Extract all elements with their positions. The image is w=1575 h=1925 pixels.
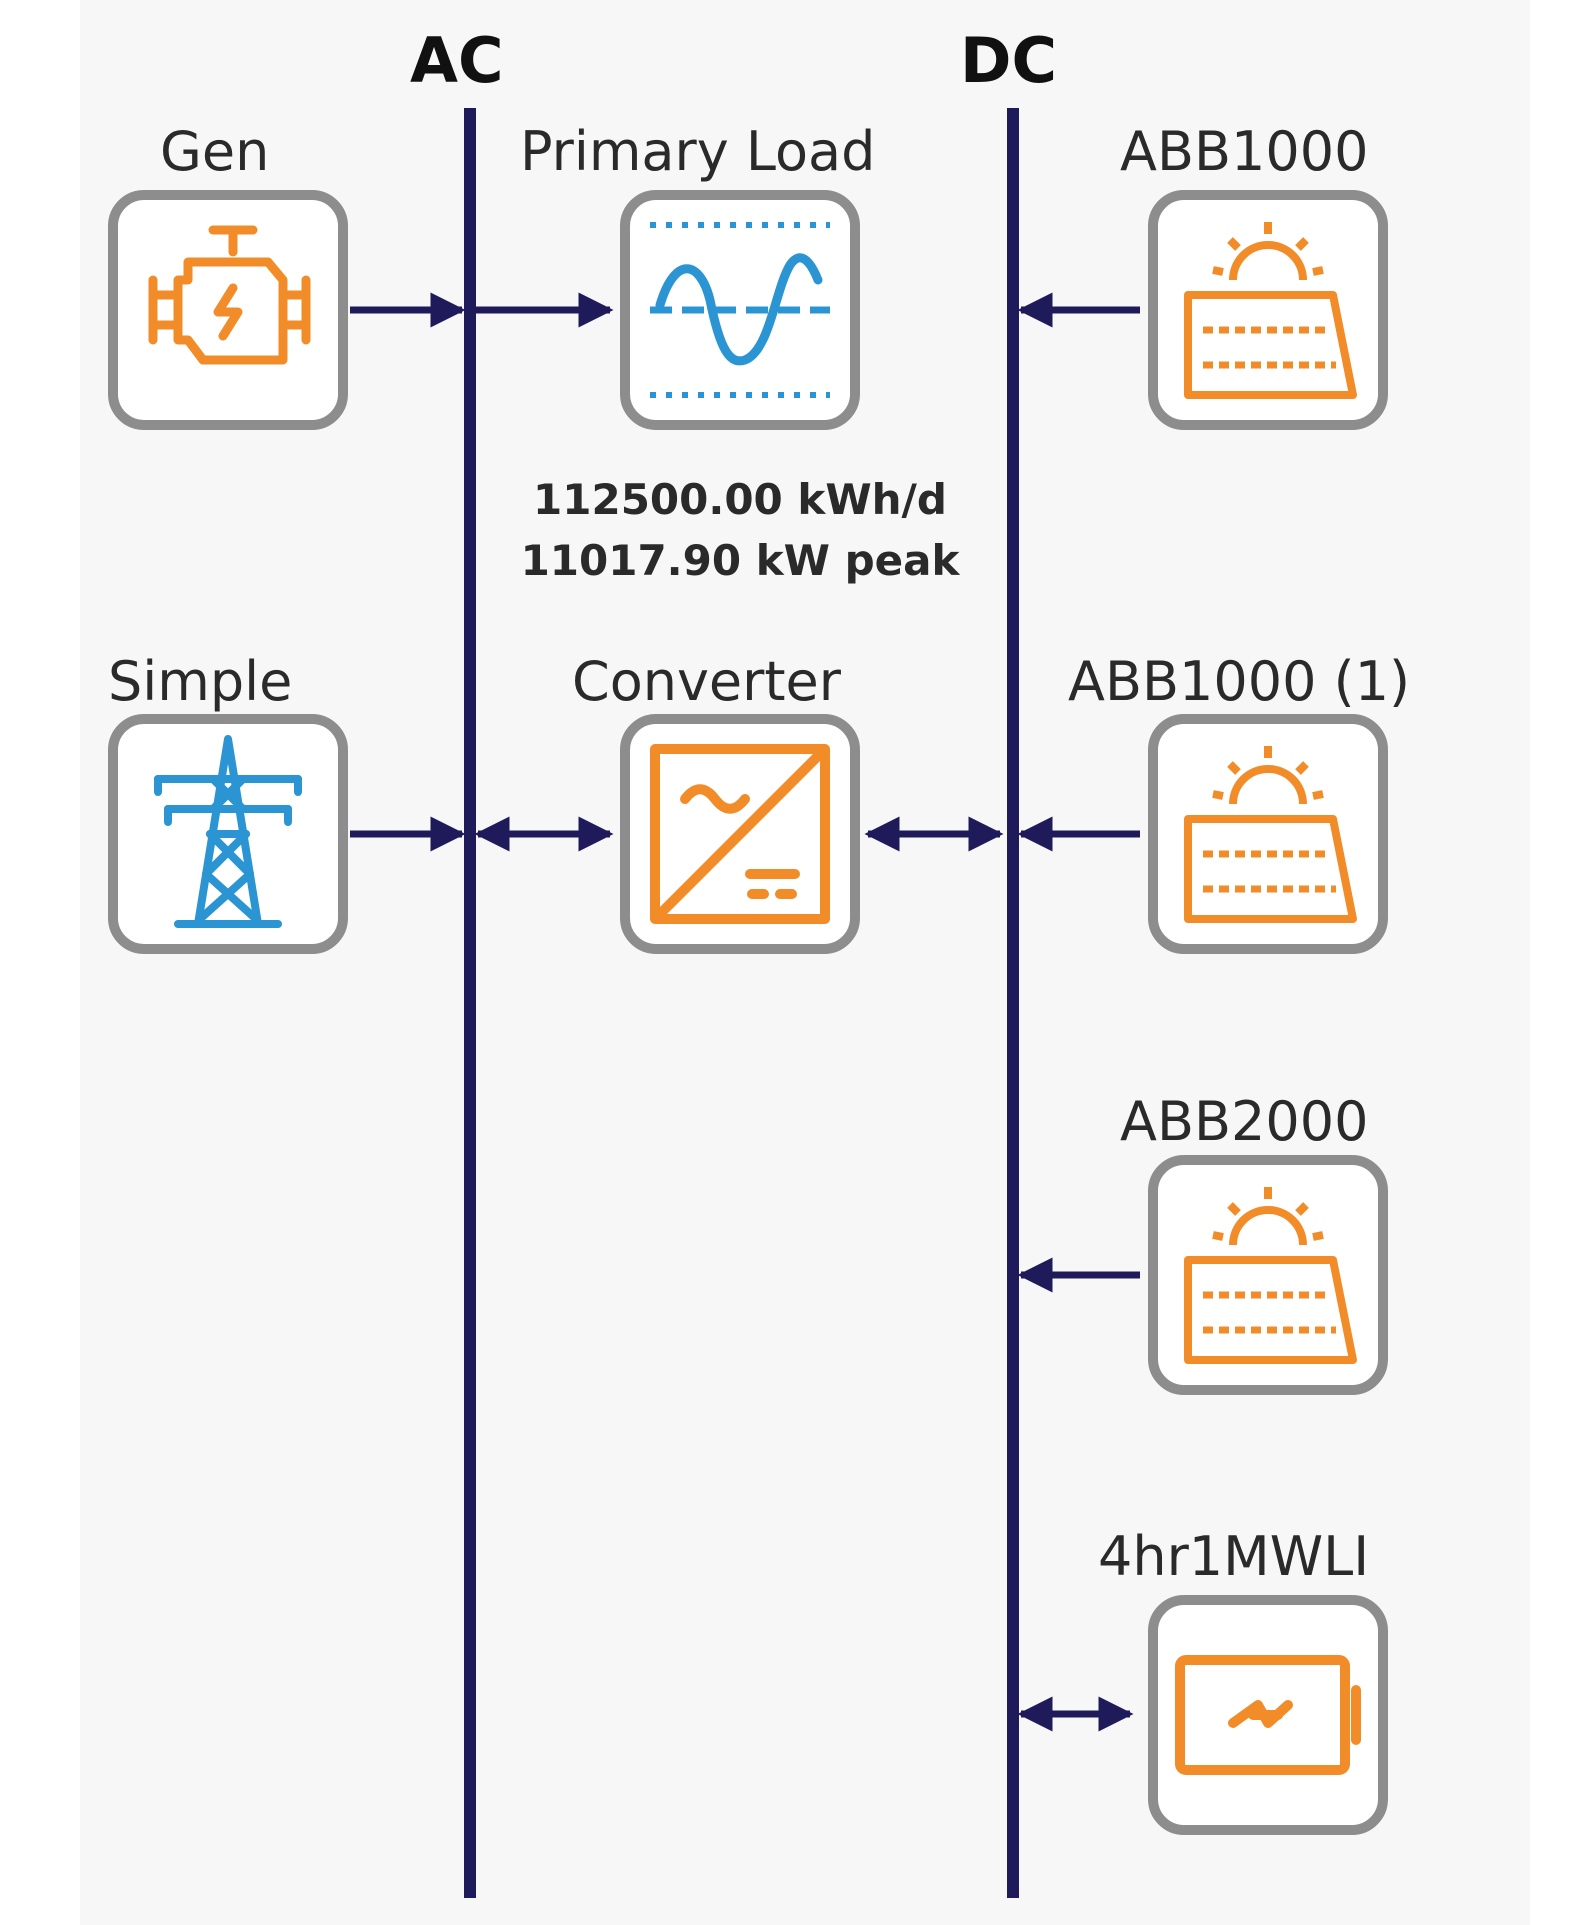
pv2-label: ABB1000 (1) xyxy=(1068,650,1411,713)
pv1-component[interactable] xyxy=(1148,190,1388,430)
engine-generator-icon xyxy=(148,225,311,365)
battery-label: 4hr1MWLI xyxy=(1098,1525,1370,1588)
pv3-label: ABB2000 xyxy=(1120,1090,1369,1153)
pv1-label: ABB1000 xyxy=(1120,120,1369,183)
battery-component[interactable] xyxy=(1148,1595,1388,1835)
primary-load-stats: 112500.00 kWh/d 11017.90 kW peak xyxy=(480,470,1000,592)
dc-bus-label: DC xyxy=(960,24,1057,97)
converter-icon xyxy=(650,744,830,924)
grid-component[interactable] xyxy=(108,714,348,954)
dc-bus[interactable] xyxy=(1007,108,1019,1898)
gen-component[interactable] xyxy=(108,190,348,430)
primary-load-label: Primary Load xyxy=(520,120,876,183)
converter-label: Converter xyxy=(572,650,841,713)
pv2-component[interactable] xyxy=(1148,714,1388,954)
ac-bus-label: AC xyxy=(410,24,504,97)
load-profile-icon xyxy=(650,222,830,398)
grid-label: Simple xyxy=(108,650,293,713)
battery-icon xyxy=(1175,1655,1361,1775)
gen-label: Gen xyxy=(160,120,270,183)
ac-bus[interactable] xyxy=(464,108,476,1898)
transmission-tower-icon xyxy=(154,735,302,928)
solar-panel-icon xyxy=(1184,746,1357,923)
primary-load-energy: 112500.00 kWh/d xyxy=(533,475,947,524)
solar-panel-icon xyxy=(1184,1187,1357,1364)
converter-component[interactable] xyxy=(620,714,860,954)
solar-panel-icon xyxy=(1184,222,1357,399)
primary-load-component[interactable] xyxy=(620,190,860,430)
primary-load-peak: 11017.90 kW peak xyxy=(520,535,960,585)
pv3-component[interactable] xyxy=(1148,1155,1388,1395)
